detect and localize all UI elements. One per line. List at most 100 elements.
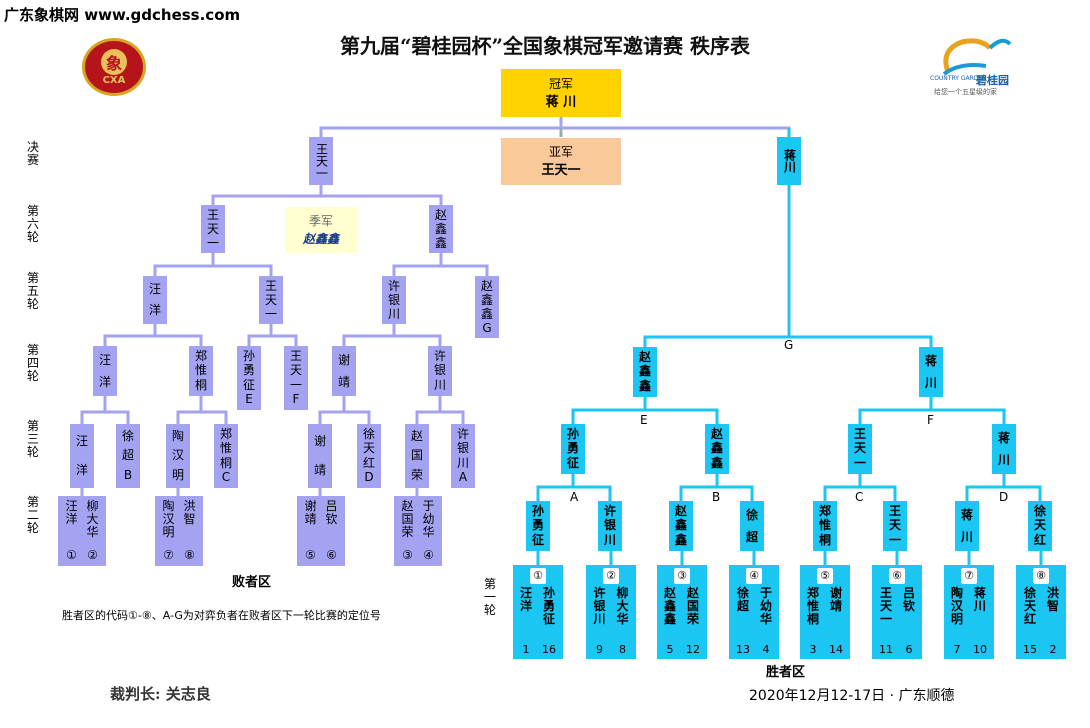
final-right-box: 蒋川: [777, 137, 801, 185]
country-garden-logo: COUNTRY GARDEN 碧桂园 给您一个五星级的家: [930, 32, 1020, 102]
cxa-logo-text: CXA: [102, 74, 126, 86]
winner-r2-box-0-name: 孙勇征: [531, 503, 544, 548]
position-letter-F: F: [927, 413, 934, 427]
winner-r3-box-1-name: 赵鑫鑫: [710, 426, 723, 471]
bracket-connector: [319, 126, 791, 137]
bracket-connector: [342, 334, 442, 346]
winner-r3-box-3-name: 蒋川: [997, 430, 1010, 467]
position-letter-E: E: [640, 413, 648, 427]
winner-r2-box-2: 赵鑫鑫: [669, 501, 693, 551]
loser-r4-box-5-name: 许银川: [433, 348, 446, 393]
position-letter-C: C: [855, 490, 864, 504]
round-label-r6: 第六轮: [26, 204, 39, 244]
final-right-name: 蒋川: [782, 149, 797, 173]
bracket-connector: [153, 264, 273, 276]
brand-slogan: 给您一个五星级的家: [934, 88, 997, 96]
champion-label: 冠军: [548, 76, 573, 91]
round-label-r5: 第五轮: [26, 271, 39, 311]
third-place-label: 季军: [308, 213, 333, 228]
loser-r4-box-0-name: 汪洋: [98, 352, 111, 389]
round-label-r3: 第三轮: [26, 419, 39, 459]
seed-number: 4: [762, 643, 770, 656]
bracket-connector: [247, 334, 298, 346]
page-title: 第九届“碧桂园杯”全国象棋冠军邀请赛 秩序表: [340, 34, 750, 58]
date-place: 2020年12月12-17日 · 广东顺德: [749, 688, 955, 704]
loser-r5-box-1: 王天一: [259, 276, 283, 324]
match-code: ⑦: [961, 568, 977, 584]
runner-up-box: 亚军 王天一: [501, 138, 621, 185]
cxa-logo: 象 CXA: [82, 38, 146, 96]
winner-r2-box-2-name: 赵鑫鑫: [674, 503, 687, 548]
winner-r4-box-1: 蒋川: [919, 347, 943, 397]
seed-number: 6: [905, 643, 913, 656]
seed-number: 13: [735, 643, 750, 656]
loser-r6-box-0: 王天一: [201, 205, 225, 253]
final-left-name: 王天一: [314, 143, 329, 179]
winner-r2-box-3-name: 徐超: [745, 507, 758, 544]
loser-r3-box-6-name: 赵国荣: [410, 429, 423, 482]
runner-up-name: 王天一: [541, 162, 581, 178]
loser-r6-box-1: 赵鑫鑫: [429, 205, 453, 253]
loser-r4-box-0: 汪洋: [93, 346, 117, 396]
bracket-connector: [80, 410, 130, 424]
runner-up-label: 亚军: [548, 145, 573, 160]
match-code: ③: [674, 568, 690, 584]
winner-r2-box-4: 郑惟桐: [813, 501, 837, 551]
match-code: ⑤: [817, 568, 833, 584]
seed-number: 14: [828, 643, 843, 656]
winner-area-label: 胜者区: [766, 665, 806, 680]
seed-number: 1: [522, 643, 530, 656]
chief-referee: 裁判长: 关志良: [110, 685, 211, 703]
winner-r2-box-0: 孙勇征: [526, 501, 550, 551]
winner-r2-box-1: 许银川: [598, 501, 622, 551]
brand-cn: 碧桂园: [976, 74, 1009, 87]
loser-r5-box-1-name: 王天一: [264, 278, 277, 321]
loser-r5-box-2-name: 许银川: [387, 278, 400, 321]
seed-number: 11: [878, 643, 893, 656]
loser-r3-box-0: 汪洋: [70, 424, 94, 488]
third-place-name: 赵鑫鑫: [302, 231, 339, 246]
winner-r2-box-7-name: 徐天红: [1033, 503, 1046, 548]
loser-r5-box-2: 许银川: [382, 276, 406, 324]
loser-r6-box-0-name: 王天一: [206, 207, 219, 250]
loser-r3-box-4: 谢靖: [308, 424, 332, 488]
position-letter-A: A: [570, 490, 579, 504]
loser-r6-box-1-name: 赵鑫鑫: [434, 207, 447, 250]
position-letter-B: B: [712, 490, 721, 504]
champion-box: 冠军 蒋 川: [501, 69, 621, 117]
loser-r5-box-0: 汪洋: [143, 276, 167, 324]
round-label-final: 决赛: [26, 140, 39, 167]
winner-r2-box-1-name: 许银川: [603, 503, 616, 548]
winner-r4-box-0: 赵鑫鑫: [633, 347, 657, 397]
bracket-note: 胜者区的代码①-⑧、A-G为对弈负者在败者区下一轮比赛的定位号: [62, 609, 381, 622]
